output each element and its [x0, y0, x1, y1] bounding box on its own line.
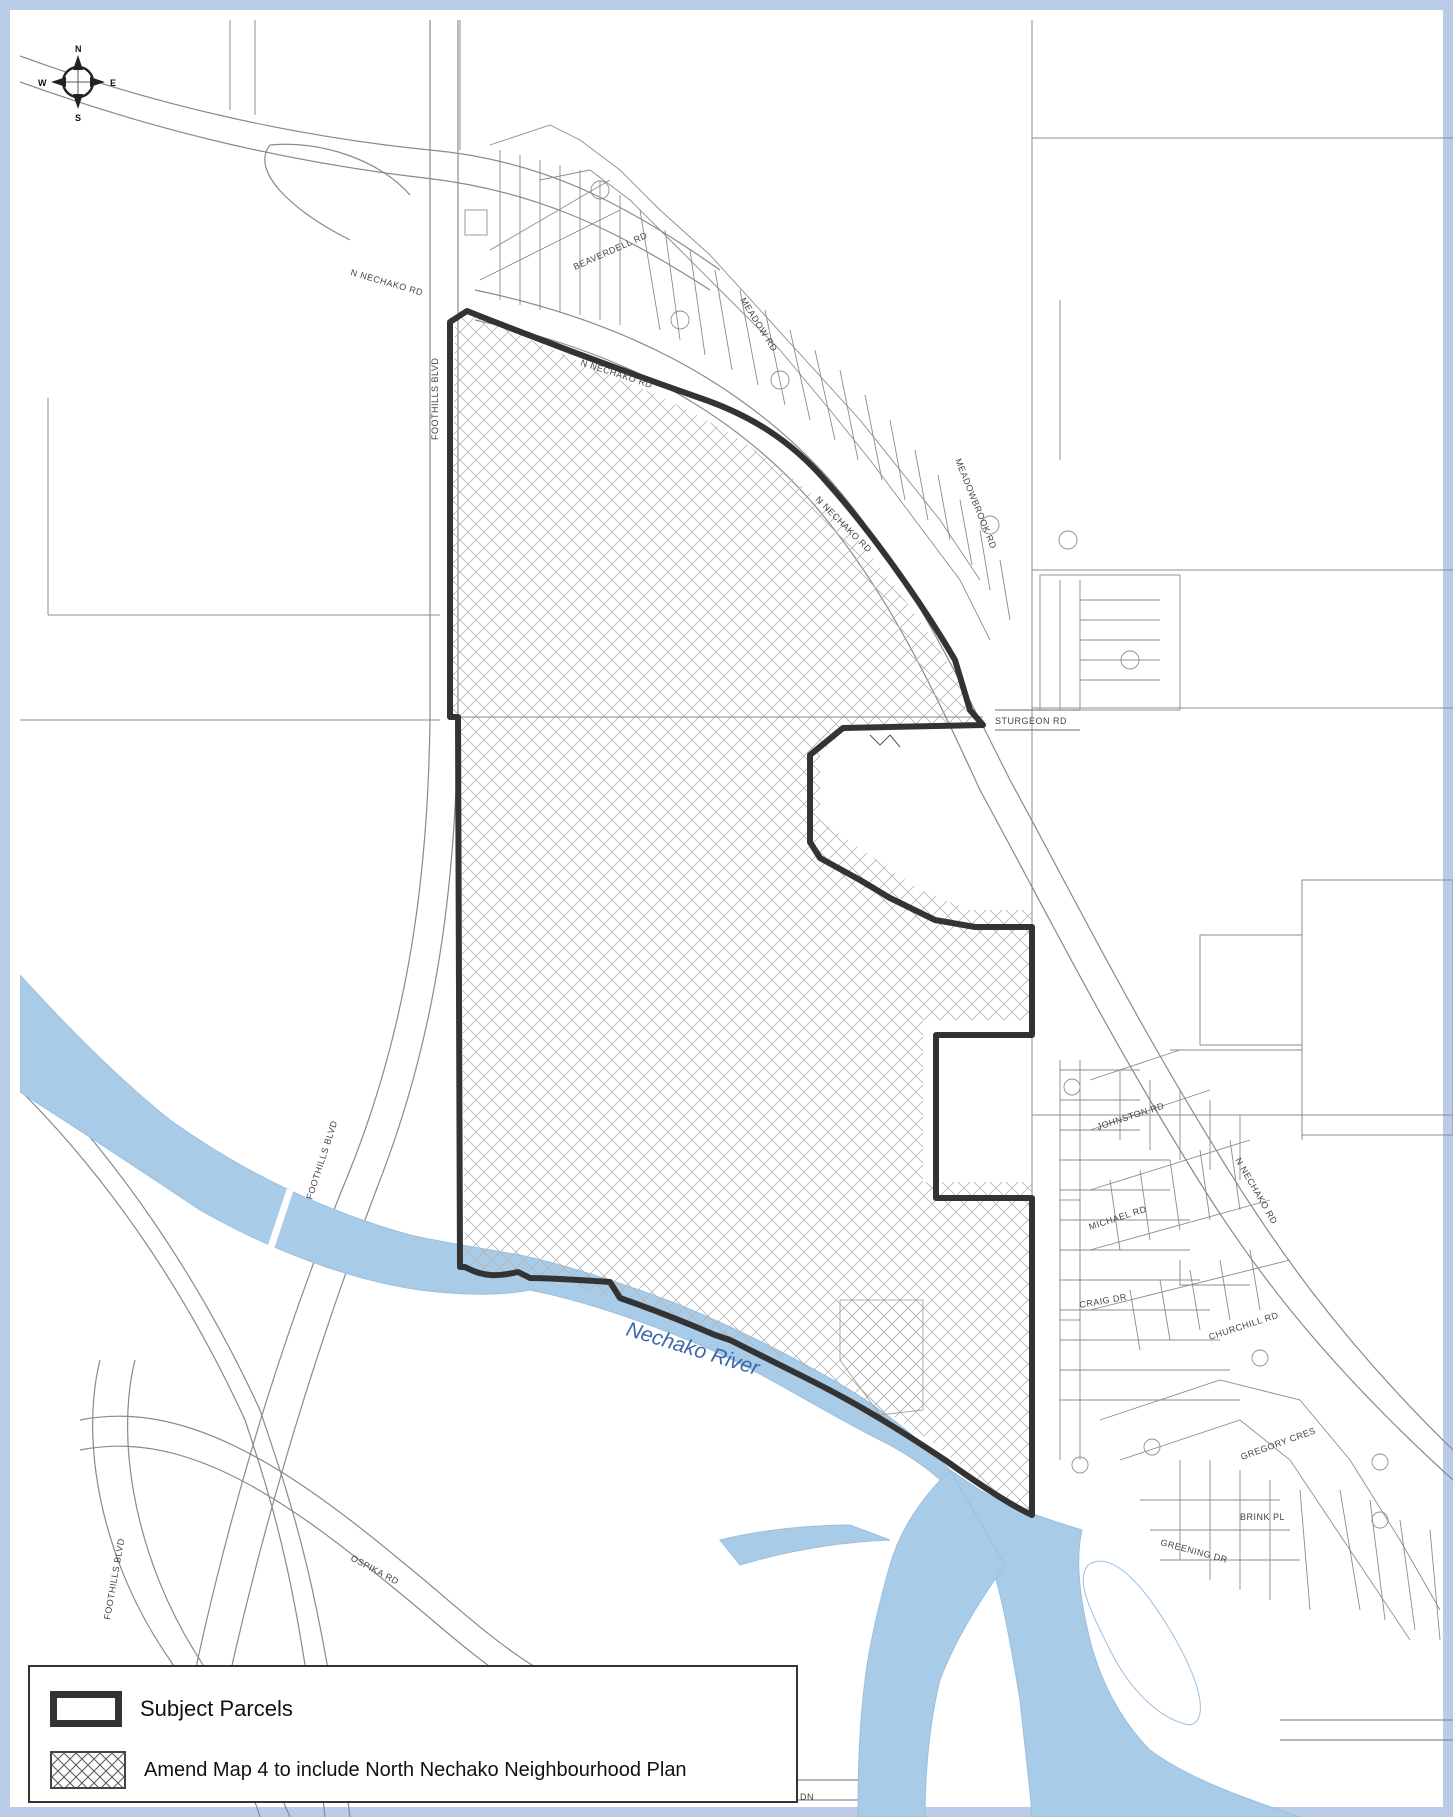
- legend-row-amend-map: Amend Map 4 to include North Nechako Nei…: [50, 1751, 687, 1789]
- label-foothills-south: FOOTHILLS BLVD: [304, 1119, 339, 1200]
- label-churchill: CHURCHILL RD: [1208, 1310, 1280, 1342]
- label-ospika: OSPIKA RD: [349, 1553, 401, 1587]
- label-johnston: JOHNSTON RD: [1096, 1101, 1166, 1132]
- label-gregory: GREGORY CRES: [1239, 1425, 1317, 1461]
- parcel-mark: [869, 734, 901, 748]
- label-craig: CRAIG DR: [1079, 1292, 1128, 1310]
- compass-west: W: [38, 78, 47, 88]
- subject-parcels[interactable]: [447, 308, 1035, 1518]
- legend-subject-parcels-label: Subject Parcels: [140, 1696, 293, 1721]
- label-n-nechako-east: N NECHAKO RD: [1233, 1156, 1279, 1226]
- subject-parcels-outline[interactable]: [447, 308, 1035, 1518]
- nechako-river: [20, 974, 1301, 1817]
- roads: [20, 20, 1453, 1817]
- amend-area-swatch: [50, 1751, 126, 1789]
- legend-amend-map-label: Amend Map 4 to include North Nechako Nei…: [144, 1758, 687, 1781]
- label-michael: MICHAEL RD: [1088, 1204, 1148, 1232]
- label-foothills-north: FOOTHILLS BLVD: [430, 358, 440, 440]
- compass-east: E: [110, 78, 116, 88]
- residential-lots-south: [1059, 1049, 1441, 1641]
- amend-area-hatch-east: [839, 1299, 924, 1416]
- residential-lots-north: [464, 124, 1181, 711]
- label-n-nechako-nw: N NECHAKO RD: [349, 267, 424, 297]
- legend-row-subject-parcels: Subject Parcels: [50, 1691, 293, 1727]
- compass-south: S: [75, 113, 81, 123]
- subject-parcels-swatch: [50, 1691, 122, 1727]
- compass-north: N: [75, 44, 82, 54]
- label-sturgeon: STURGEON RD: [995, 716, 1067, 726]
- label-beaverdell: BEAVERDELL RD: [572, 230, 649, 272]
- label-bottom-dn: DN: [800, 1792, 814, 1802]
- compass-icon: N S W E: [38, 44, 116, 123]
- label-brink: BRINK PL: [1240, 1512, 1285, 1522]
- amend-area-hatch: [450, 311, 1032, 1517]
- label-greening: GREENING DR: [1159, 1537, 1228, 1565]
- label-meadowbrook: MEADOWBROOK RD: [953, 457, 998, 550]
- map-canvas: N NECHAKO RD FOOTHILLS BLVD N NECHAKO RD…: [20, 20, 1453, 1817]
- label-foothills-sw: FOOTHILLS BLVD: [102, 1538, 126, 1621]
- map-legend: Subject Parcels Amend Map 4 to include N…: [28, 1665, 798, 1803]
